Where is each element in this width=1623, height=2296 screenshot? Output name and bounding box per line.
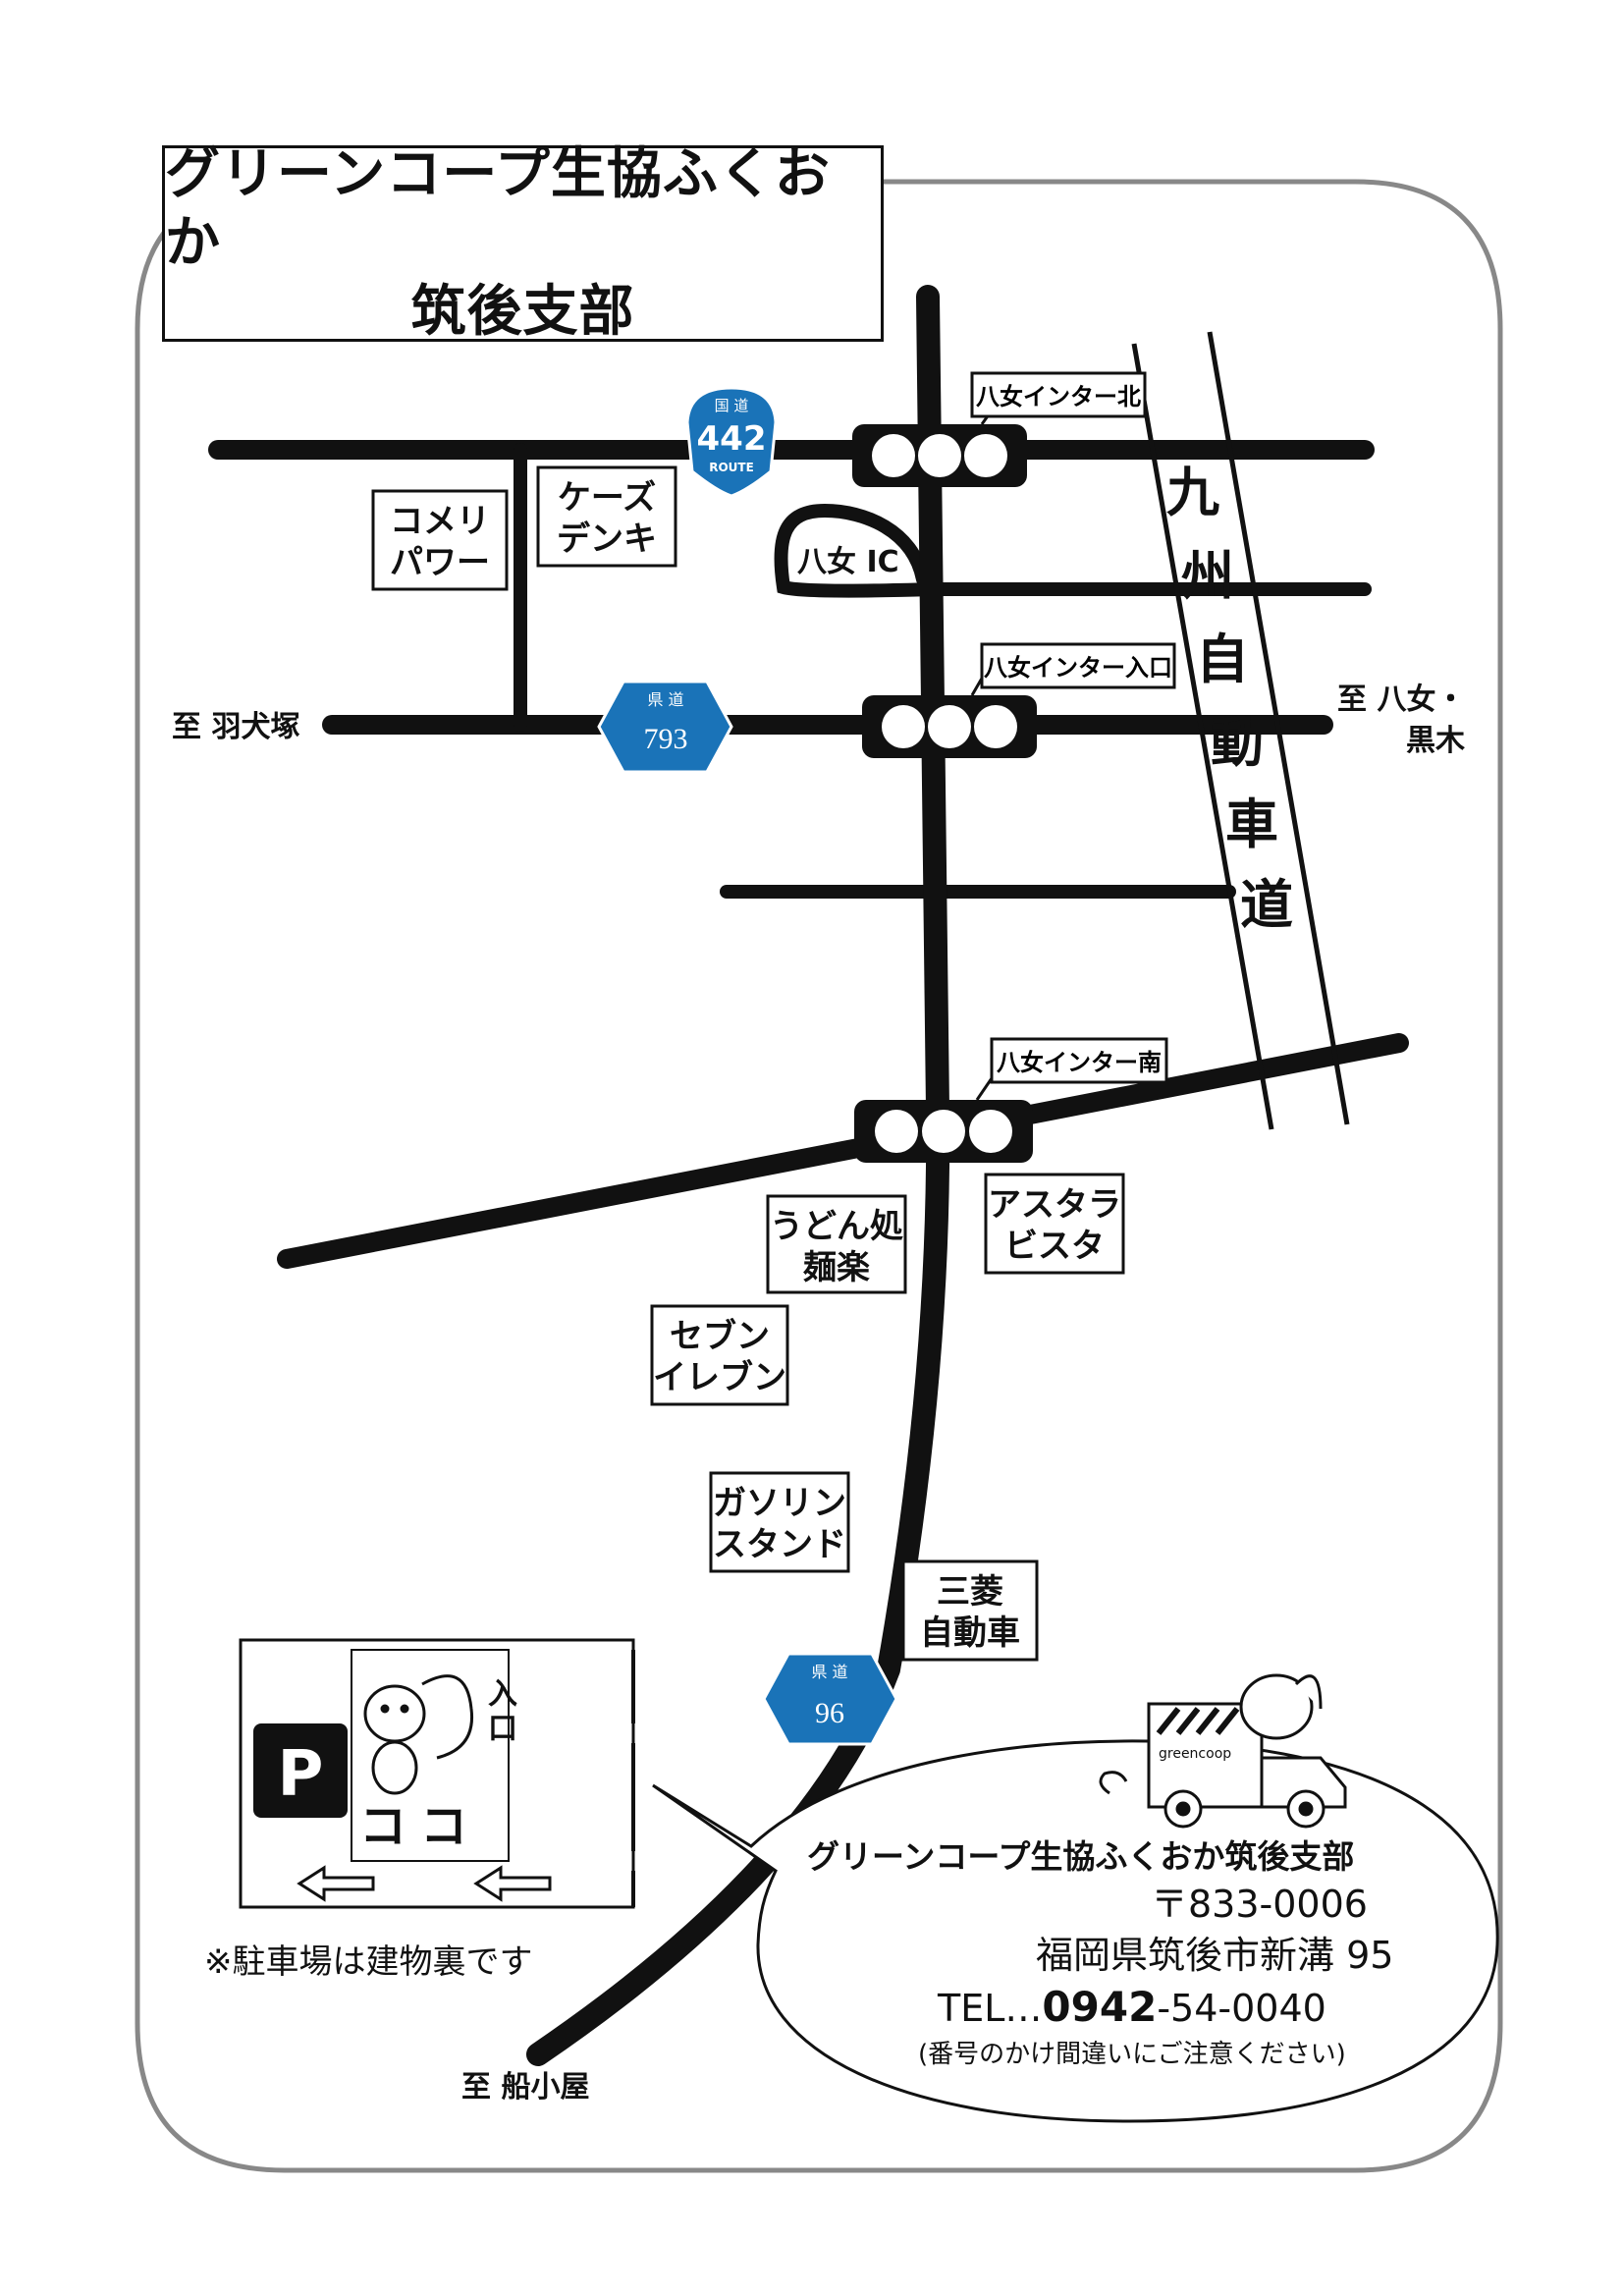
shield-route-96: 県 道 96 xyxy=(762,1652,898,1746)
destination-south: 至 船小屋 xyxy=(461,2070,589,2105)
landmark-udon: うどん処 麺楽 xyxy=(766,1194,907,1294)
destination-east-1: 至 八女・ xyxy=(1337,683,1465,717)
parking-footnote: ※駐車場は建物裏です xyxy=(204,1942,533,1982)
signal-south-label: 八女インター南 xyxy=(997,1049,1162,1076)
parking-p-sign xyxy=(253,1723,348,1818)
contact-name: グリーンコープ生協ふくおか筑後支部 xyxy=(807,1837,1354,1876)
svg-text:ガソリン: ガソリン xyxy=(713,1484,846,1523)
svg-text:ビスタ: ビスタ xyxy=(1004,1227,1105,1266)
interchange-label: 八女 IC xyxy=(797,545,899,579)
landmark-kszdenki: ケーズ デンキ xyxy=(536,465,677,568)
signal-south: 八女インター南 xyxy=(854,1037,1168,1163)
shield-442-number: 442 xyxy=(697,419,767,459)
shield-route-442: 国 道 442 ROUTE xyxy=(685,386,778,498)
expressway-char-1: 九 xyxy=(1166,462,1219,523)
truck-logo: greencoop xyxy=(1159,1746,1231,1762)
road-interchange-loop xyxy=(774,503,940,598)
arrow-left-icon xyxy=(297,1865,552,1902)
destination-west: 至 羽犬塚 xyxy=(172,710,299,744)
landmark-astara: アスタラ ビスタ xyxy=(984,1173,1125,1275)
contact-tel: TEL…0942-54-0040 xyxy=(937,1983,1326,2031)
svg-text:うどん処: うどん処 xyxy=(770,1207,903,1246)
contact-bubble-shape xyxy=(652,1739,1499,2123)
expressway xyxy=(1131,331,1350,1130)
expressway-label: 九 州 自 動 車 道 xyxy=(1166,462,1293,936)
svg-text:麺楽: 麺楽 xyxy=(803,1248,870,1287)
landmark-seven-eleven: セブン イレブン xyxy=(650,1304,789,1406)
landmarks: コメリ パワー ケーズ デンキ うどん処 麺楽 アスタラ ビスタ セブン イレブ… xyxy=(371,465,1125,1662)
destinations: 至 羽犬塚 至 八女・ 黒木 至 船小屋 xyxy=(172,683,1465,2105)
shield-793-number: 793 xyxy=(644,723,688,755)
title-box: グリーンコープ生協ふくおか 筑後支部 xyxy=(162,142,884,344)
delivery-truck-icon xyxy=(1099,1673,1347,1829)
contact-address: 福岡県筑後市新溝 95 xyxy=(1036,1934,1393,1977)
svg-text:イレブン: イレブン xyxy=(653,1358,786,1397)
landmark-komeri: コメリ パワー xyxy=(371,489,509,591)
svg-text:自動車: 自動車 xyxy=(920,1613,1020,1653)
entrance-char-2: 口 xyxy=(488,1712,517,1746)
svg-text:アスタラ: アスタラ xyxy=(988,1185,1121,1225)
shield-442-bottom: ROUTE xyxy=(709,461,754,474)
expressway-char-5: 車 xyxy=(1225,793,1278,855)
shield-96-top: 県 道 xyxy=(811,1663,847,1681)
landmark-mitsubishi: 三菱 自動車 xyxy=(901,1559,1039,1662)
squirrel-mascot-icon xyxy=(363,1674,474,1795)
here-label: ココ xyxy=(359,1799,481,1854)
contact-tel-prefix: TEL… xyxy=(937,1987,1042,2030)
shield-route-793: 県 道 793 xyxy=(597,680,733,774)
svg-text:デンキ: デンキ xyxy=(557,519,657,559)
signal-entrance-label: 八女インター入口 xyxy=(984,654,1172,682)
roads xyxy=(208,285,1409,2066)
svg-text:セブン: セブン xyxy=(670,1317,770,1356)
landmark-gas-station: ガソリン スタンド xyxy=(709,1471,850,1573)
signal-north: 八女インター北 xyxy=(852,371,1147,487)
contact-tel-rest: -54-0040 xyxy=(1157,1987,1325,2030)
shield-793-top: 県 道 xyxy=(647,690,683,709)
contact-note: (番号のかけ間違いにご注意ください) xyxy=(918,2040,1346,2069)
road-south-cross xyxy=(277,1033,1409,1269)
svg-text:コメリ: コメリ xyxy=(390,502,490,541)
map-frame xyxy=(135,179,1503,2173)
contact-tel-main: 0942 xyxy=(1042,1983,1157,2031)
road-main-north-south xyxy=(526,285,950,2066)
shield-96-number: 96 xyxy=(815,1697,844,1729)
svg-text:スタンド: スタンド xyxy=(713,1525,846,1564)
title-line-1: グリーンコープ生協ふくおか xyxy=(165,142,831,275)
signal-entrance: 八女インター入口 xyxy=(862,642,1176,758)
shield-442-top: 国 道 xyxy=(715,397,749,414)
expressway-char-4: 動 xyxy=(1211,712,1264,774)
expressway-char-2: 州 xyxy=(1181,545,1234,607)
svg-text:ケーズ: ケーズ xyxy=(558,478,656,518)
contact-info: グリーンコープ生協ふくおか筑後支部 〒833-0006 福岡県筑後市新溝 95 … xyxy=(807,1837,1393,2069)
parking-inset: P ココ 入 口 xyxy=(239,1638,635,1909)
destination-east-2: 黒木 xyxy=(1406,724,1465,758)
signal-north-label: 八女インター北 xyxy=(976,383,1141,410)
svg-text:パワー: パワー xyxy=(390,543,490,582)
entrance-char-1: 入 xyxy=(488,1677,517,1712)
parking-p-label: P xyxy=(278,1738,324,1811)
svg-text:三菱: 三菱 xyxy=(937,1572,1003,1612)
contact-postal: 〒833-0006 xyxy=(1151,1883,1368,1926)
expressway-char-6: 道 xyxy=(1240,874,1293,936)
expressway-char-3: 自 xyxy=(1196,629,1249,690)
title-line-2: 筑後支部 xyxy=(410,280,635,344)
